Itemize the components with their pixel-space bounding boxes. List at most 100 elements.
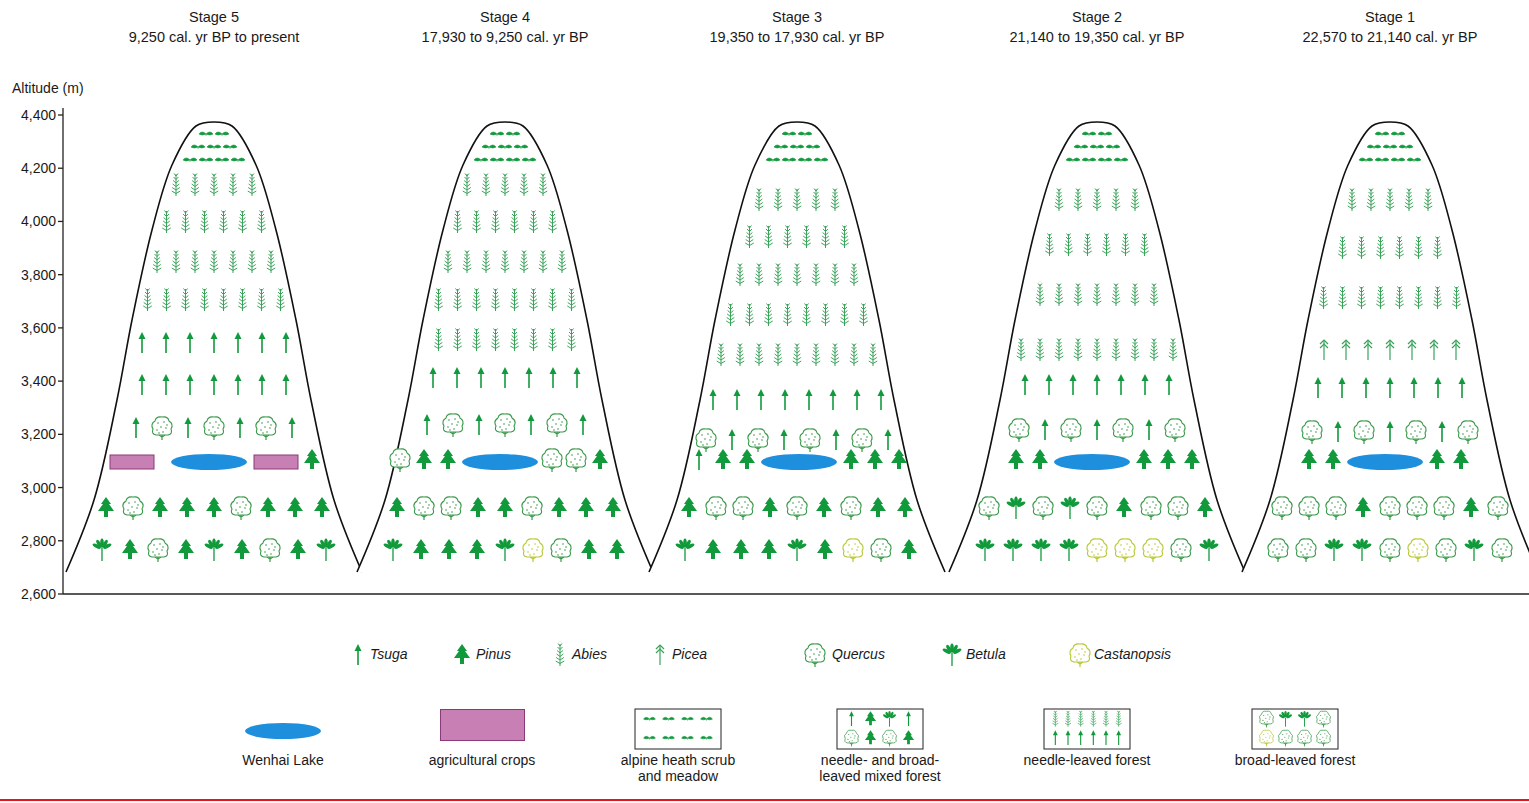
abies-symbol xyxy=(267,251,276,274)
heath-symbol xyxy=(782,158,796,162)
abies-symbol xyxy=(512,336,518,339)
abies-symbol xyxy=(1360,237,1364,240)
betula-symbol xyxy=(1069,542,1079,549)
heath-symbol xyxy=(774,145,788,149)
abies-symbol xyxy=(567,329,576,352)
heath-symbol xyxy=(790,145,804,149)
abies-symbol xyxy=(457,289,458,311)
abies-symbol xyxy=(1085,237,1090,240)
quercus-symbol xyxy=(552,463,554,465)
heath-symbol xyxy=(223,145,237,149)
abies-symbol xyxy=(747,311,753,314)
quercus-symbol xyxy=(848,515,854,520)
quercus-symbol xyxy=(133,511,135,513)
betula-symbol xyxy=(787,539,807,562)
abies-symbol xyxy=(162,289,171,312)
quercus-symbol xyxy=(558,557,564,562)
heath-symbol xyxy=(474,158,488,162)
quercus-symbol xyxy=(800,507,802,509)
abies-symbol xyxy=(464,258,470,261)
abies-symbol xyxy=(268,261,275,264)
abies-symbol xyxy=(1424,203,1432,206)
heath-symbol xyxy=(183,158,197,162)
abies-symbol xyxy=(221,296,227,299)
abies-symbol xyxy=(200,228,209,231)
heath-symbol xyxy=(207,145,221,149)
abies-symbol xyxy=(505,251,506,273)
abies-symbol xyxy=(521,258,527,261)
quercus-symbol xyxy=(743,511,745,513)
quercus-symbol xyxy=(871,539,891,557)
abies-symbol xyxy=(1040,284,1041,306)
quercus-symbol xyxy=(1043,511,1045,513)
quercus-symbol xyxy=(1069,428,1071,430)
abies-symbol xyxy=(145,296,151,299)
abies-symbol xyxy=(482,174,491,197)
quercus-symbol xyxy=(505,428,507,430)
quercus-symbol xyxy=(712,512,714,514)
altitude-axis xyxy=(58,593,63,594)
abies-symbol xyxy=(240,296,246,299)
abies-symbol xyxy=(841,318,849,321)
abies-symbol xyxy=(1037,349,1044,352)
quercus-symbol xyxy=(267,421,269,423)
abies-symbol xyxy=(280,289,281,311)
abies-symbol xyxy=(165,211,169,214)
abies-symbol xyxy=(840,304,849,327)
abies-symbol xyxy=(832,199,839,202)
tsuga-symbol xyxy=(710,389,717,396)
abies-symbol xyxy=(181,211,190,234)
tsuga-symbol xyxy=(1168,380,1170,395)
heath-symbol xyxy=(199,158,213,162)
abies-symbol xyxy=(436,336,442,339)
abies-symbol xyxy=(493,296,499,299)
pinus-symbol xyxy=(1197,497,1213,517)
abies-symbol xyxy=(746,314,753,317)
quercus-symbol xyxy=(527,502,529,504)
tsuga-symbol xyxy=(1044,425,1046,440)
abies-symbol xyxy=(559,261,566,264)
quercus-symbol xyxy=(990,501,992,503)
abies-symbol xyxy=(185,289,186,311)
abies-symbol xyxy=(1397,244,1403,247)
quercus-symbol xyxy=(552,419,554,421)
abies-symbol xyxy=(1059,339,1060,361)
abies-symbol xyxy=(1057,339,1061,342)
quercus-symbol xyxy=(758,443,760,445)
abies-symbol xyxy=(484,254,489,257)
abies-symbol xyxy=(1097,339,1098,361)
abies-symbol xyxy=(1135,189,1136,211)
quercus-symbol xyxy=(210,432,212,434)
abies-symbol xyxy=(454,303,462,306)
abies-symbol xyxy=(567,306,576,309)
pinus-symbol xyxy=(440,449,456,469)
quercus-symbol xyxy=(798,501,800,503)
betula-symbol xyxy=(101,548,102,561)
abies-symbol xyxy=(1036,339,1045,362)
abies-symbol xyxy=(776,344,780,347)
abies-symbol xyxy=(1114,192,1119,195)
pinus-symbol xyxy=(739,449,755,469)
abies-symbol xyxy=(1350,189,1354,192)
abies-symbol xyxy=(532,211,536,214)
betula-symbol xyxy=(1062,539,1070,549)
abies-symbol xyxy=(276,289,285,312)
abies-symbol xyxy=(785,307,790,310)
castanopsis-symbol xyxy=(533,553,535,555)
abies-symbol xyxy=(476,329,477,351)
quercus-symbol xyxy=(554,432,560,437)
quercus-symbol xyxy=(863,433,865,435)
abies-symbol xyxy=(776,267,781,270)
quercus-symbol xyxy=(1100,507,1102,509)
abies-symbol xyxy=(503,254,508,257)
tsuga-symbol xyxy=(729,429,736,450)
abies-symbol xyxy=(242,289,243,311)
abies-symbol xyxy=(1349,196,1355,199)
abies-symbol xyxy=(257,289,266,312)
abies-symbol xyxy=(531,214,536,217)
abies-symbol xyxy=(759,189,760,211)
abies-symbol xyxy=(193,254,198,257)
abies-symbol xyxy=(182,303,190,306)
abies-symbol xyxy=(717,344,726,367)
abies-symbol xyxy=(558,268,567,271)
